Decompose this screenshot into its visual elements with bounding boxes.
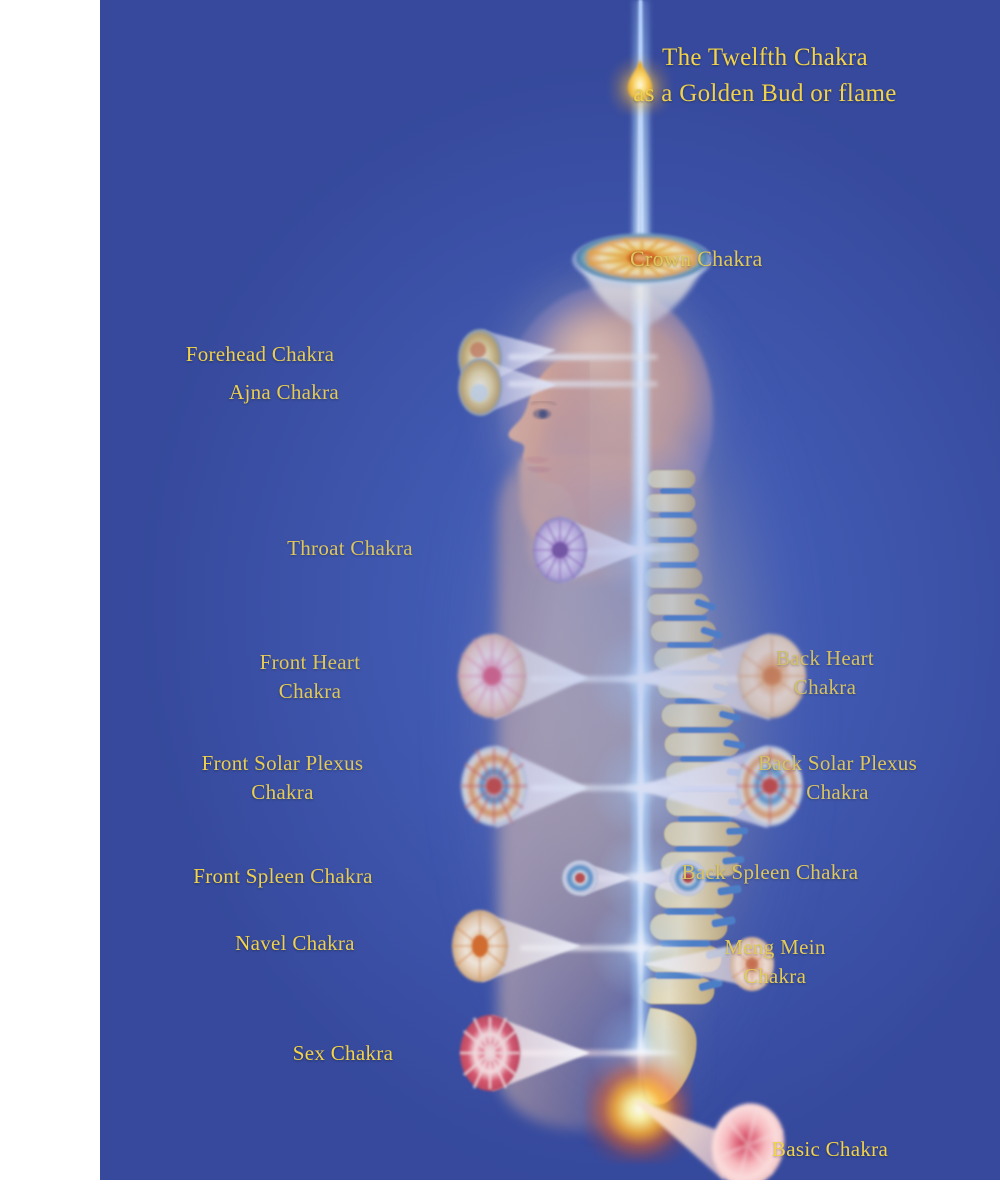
label-basic-chakra: Basic Chakra [771,1137,889,1161]
chakra-back-spleen [628,852,718,904]
label-sex-chakra: Sex Chakra [292,1041,394,1065]
beam-forehead [508,354,658,360]
label-front-spleen-chakra: Front Spleen Chakra [193,864,373,888]
label-front-heart-chakra: Front Heart Chakra [259,650,361,703]
basic-chakra-core-glow [585,1055,693,1163]
label-front-solar-plexus-chakra: Front Solar Plexus Chakra [201,751,364,804]
chakra-back-heart [628,628,813,724]
chakra-basic [630,1085,815,1180]
twelfth-chakra-bud [610,52,670,114]
label-back-heart-chakra: Back Heart Chakra [775,646,875,699]
label-forehead-chakra: Forehead Chakra [185,342,335,366]
beam-ajna [508,381,658,387]
chakra-meng-mein [628,928,788,1000]
chakra-front-heart [452,628,592,724]
upper-channel-thread [639,0,642,250]
chakra-crown [562,228,722,338]
face-profile [498,360,590,530]
chakra-poster-panel: The Twelfth Chakra as a Golden Bud or fl… [100,0,1000,1180]
label-back-spleen-chakra: Back Spleen Chakra [681,860,859,884]
chakra-front-solar-plexus [452,740,592,832]
label-navel-chakra: Navel Chakra [235,931,355,955]
chakra-ajna [452,355,562,417]
label-ajna-chakra: Ajna Chakra [228,380,339,404]
label-meng-mein-chakra: Meng Mein Chakra [724,935,826,988]
label-throat-chakra: Throat Chakra [287,536,413,560]
chakra-navel [440,900,585,992]
page-title: The Twelfth Chakra as a Golden Bud or fl… [633,44,897,107]
chakra-sex [444,1005,594,1100]
label-back-solar-plexus-chakra: Back Solar Plexus Chakra [757,751,918,804]
label-crown-chakra: Crown Chakra [630,246,763,271]
chakra-back-solar-plexus [628,740,813,832]
chakra-front-spleen [556,852,636,904]
chakra-throat [528,513,648,587]
